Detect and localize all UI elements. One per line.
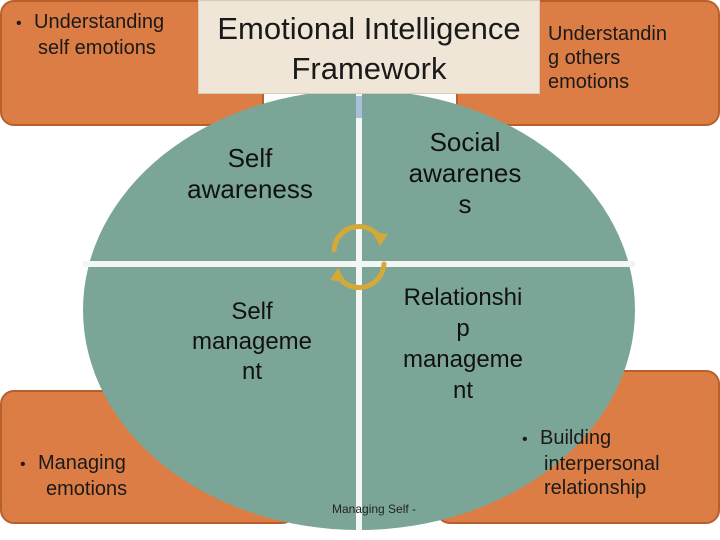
- managing-emotions-text: • Managing emotions: [20, 451, 220, 501]
- quadrant-self-awareness: Self awareness: [160, 143, 340, 205]
- quadrant-self-management: Self manageme nt: [172, 297, 332, 387]
- quadrant-relationship-management: Relationshi p manageme nt: [383, 282, 543, 406]
- quadrant-br-line4: nt: [452, 377, 473, 404]
- bottom-cycle-arrow-icon: [330, 261, 387, 290]
- quadrant-br-line3: manageme: [402, 346, 524, 373]
- quadrant-bl-line3: nt: [241, 358, 262, 385]
- corner-tr-line1: Understandin: [548, 23, 667, 45]
- vertical-divider-accent: [356, 96, 362, 118]
- corner-tl-line1: Understanding: [34, 11, 165, 33]
- footer-text: Managing Self -: [332, 502, 417, 516]
- bullet-icon: •: [20, 456, 26, 473]
- corner-bl-line2: emotions: [46, 478, 128, 500]
- bullet-icon: •: [16, 15, 22, 32]
- corner-tr-line2: g others: [548, 47, 621, 69]
- bullet-icon: •: [522, 431, 528, 448]
- quadrant-br-line1: Relationshi: [403, 284, 523, 311]
- page-title: Emotional Intelligence Framework: [198, 0, 540, 94]
- vertical-divider: [356, 90, 362, 530]
- quadrant-bl-line1: Self: [231, 298, 273, 325]
- corner-br-line1: Building: [540, 427, 612, 449]
- title-line1: Emotional Intelligence: [217, 11, 521, 46]
- quadrant-tr-line3: s: [458, 189, 472, 219]
- quadrant-bl-line2: manageme: [191, 328, 313, 355]
- top-cycle-arrow-icon: [331, 224, 388, 253]
- corner-bl-line1: Managing: [38, 452, 126, 474]
- quadrant-br-line2: p: [456, 315, 470, 342]
- corner-tr-line3: emotions: [548, 71, 630, 93]
- quadrant-tl-line2: awareness: [187, 174, 313, 204]
- understanding-self-emotions-text: • Understanding self emotions: [16, 10, 196, 60]
- quadrant-social-awareness: Social awarenes s: [380, 127, 550, 220]
- quadrant-tr-line1: Social: [429, 127, 501, 157]
- building-relationship-text: • Building interpersonal relationship: [522, 426, 712, 500]
- quadrant-tl-line1: Self: [227, 143, 273, 173]
- quadrant-tr-line2: awarenes: [408, 158, 522, 188]
- corner-br-line3: relationship: [544, 477, 647, 499]
- cycle-arrows-icon: [330, 224, 388, 290]
- understanding-others-emotions-text: Understandin g others emotions: [548, 22, 718, 94]
- corner-tl-line2: self emotions: [38, 37, 156, 59]
- title-line2: Framework: [291, 51, 447, 86]
- corner-br-line2: interpersonal: [544, 453, 660, 475]
